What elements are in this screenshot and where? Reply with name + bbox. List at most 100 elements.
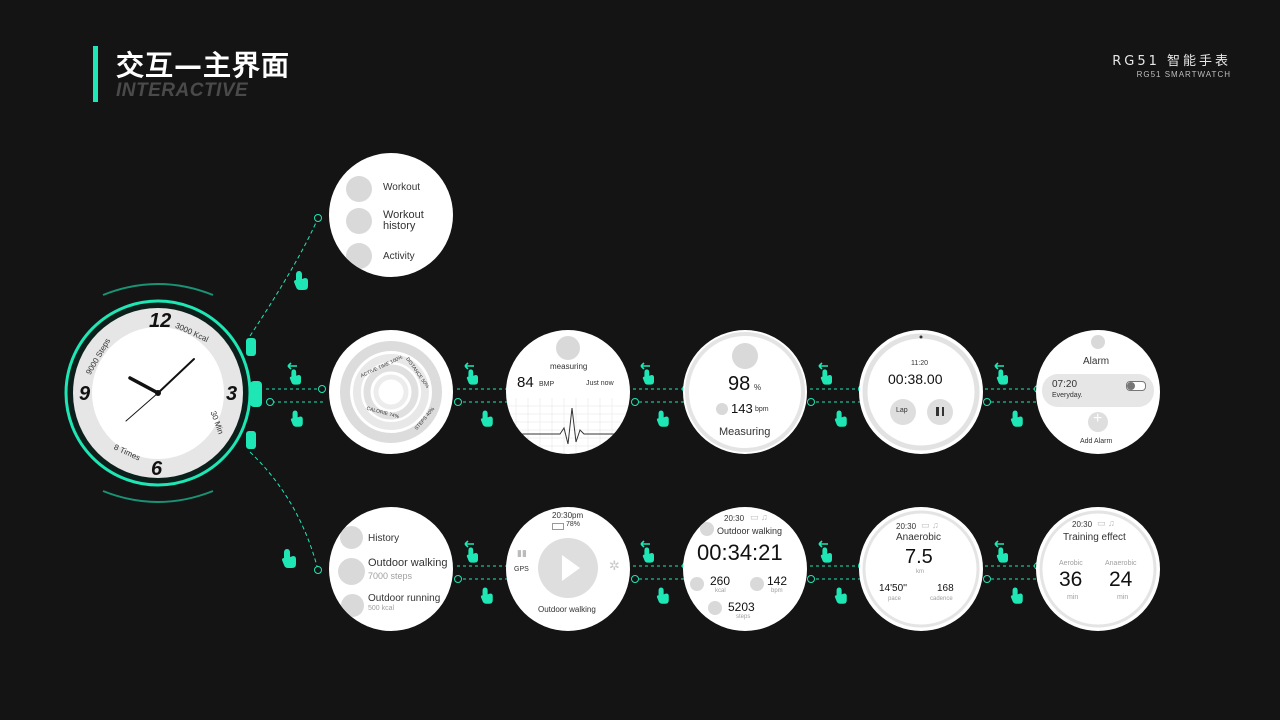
pause-button[interactable]	[927, 399, 953, 425]
page-subtitle: INTERACTIVE	[116, 80, 249, 101]
screen-heart-rate[interactable]: measuring 84 BMP Just now	[506, 330, 630, 454]
start-label: Outdoor walking	[538, 605, 596, 614]
brand-name-en: RG51 SMARTWATCH	[1136, 70, 1231, 79]
stopwatch-clock: 11:20	[911, 360, 928, 367]
running-icon	[341, 594, 364, 617]
screen-training-effect[interactable]: 20:30 ▭ ♫ Training effect Aerobic 36 min…	[1036, 507, 1160, 631]
menu-item-activity[interactable]: Activity	[383, 251, 415, 262]
alarm-clock-icon	[1091, 335, 1105, 349]
training-time: 20:30	[1072, 520, 1093, 529]
heart-icon	[556, 336, 580, 360]
tap-gesture-icon	[282, 549, 296, 568]
spo2-status: Measuring	[719, 426, 771, 438]
screen-walking-progress[interactable]: 20:30 ▭ ♫ Outdoor walking 00:34:21 260 k…	[683, 507, 807, 631]
battery-icon	[552, 523, 564, 530]
aerobic-unit: min	[1067, 594, 1079, 601]
screen-activity-rings[interactable]: ACTIVE TIME 100% DISTANCE 50% CALORIE 74…	[329, 330, 453, 454]
screen-stopwatch[interactable]: 11:20 00:38.00 Lap	[859, 330, 983, 454]
tap-gesture-icon	[294, 271, 308, 290]
kcal-value: 260	[710, 574, 731, 588]
heart-small-icon	[716, 403, 728, 415]
anaerobic-label: Anaerobic	[1105, 560, 1137, 567]
alarm-toggle[interactable]	[1126, 381, 1146, 391]
pace-value: 14'50''	[879, 583, 907, 594]
rings-graphic	[340, 341, 442, 443]
history-icon	[346, 208, 372, 234]
kcal-unit: kcal	[715, 588, 726, 594]
row2-connectors	[457, 565, 1040, 580]
add-alarm-label: Add Alarm	[1080, 438, 1113, 445]
anaerobic-time: 20:30	[896, 522, 917, 531]
heart-time: Just now	[586, 380, 614, 387]
screen-anaerobic[interactable]: 20:30 ▭ ♫ Anaerobic 7.5 km 14'50'' pace …	[859, 507, 983, 631]
aerobic-label: Aerobic	[1059, 560, 1083, 567]
heart-status: measuring	[550, 362, 588, 371]
aerobic-value: 36	[1059, 568, 1083, 591]
history-item-title[interactable]: Outdoor walking	[368, 557, 448, 569]
settings-icon[interactable]: ✲	[609, 558, 620, 573]
watch-hands	[125, 358, 195, 422]
alarm-title: Alarm	[1083, 356, 1110, 367]
brand-name: RG51 智能手表	[1112, 54, 1231, 69]
walking-title: Outdoor walking	[717, 526, 783, 536]
training-title: Training effect	[1063, 532, 1126, 543]
history-item-sub: 500 kcal	[368, 605, 395, 612]
distance-unit: km	[916, 569, 924, 575]
pause-icon-bar	[941, 407, 944, 416]
stopwatch-elapsed: 00:38.00	[888, 371, 943, 387]
alarm-time: 07:20	[1052, 379, 1078, 390]
lap-button[interactable]	[890, 399, 916, 425]
stopwatch-ring	[862, 333, 980, 451]
watch-number-6: 6	[151, 458, 163, 480]
screen-spo2[interactable]: 98 % 143 bpm Measuring	[683, 330, 807, 454]
progress-ring	[685, 332, 805, 452]
accent-bar	[93, 46, 98, 102]
heart-value: 84	[517, 374, 534, 391]
spo2-bpm-unit: bpm	[755, 406, 769, 413]
screen-start-workout[interactable]: 20:30pm 78% ▮▮ GPS ✲ Outdoor walking	[506, 507, 630, 631]
screen-workout-history[interactable]: History Outdoor walking 7000 steps Outdo…	[329, 507, 453, 631]
anaerobic-ring	[862, 510, 980, 628]
kcal-icon	[690, 577, 704, 591]
start-time: 20:30pm	[552, 511, 584, 520]
connector-to-menu	[249, 217, 319, 337]
walking-elapsed: 00:34:21	[697, 540, 783, 565]
workout-icon	[346, 176, 372, 202]
watch-number-9: 9	[79, 383, 91, 405]
spo2-unit: %	[754, 383, 762, 392]
page-title: 交互—主界面	[116, 49, 291, 82]
history-item-icon	[340, 526, 363, 549]
steps-unit: steps	[736, 614, 751, 620]
walking-time: 20:30	[724, 514, 745, 523]
lap-label: Lap	[896, 407, 908, 414]
steps-value: 5203	[728, 600, 755, 614]
battery-level: 78%	[566, 521, 581, 528]
row1-connectors	[266, 388, 1040, 403]
activity-icon	[346, 243, 372, 269]
pace-unit: pace	[888, 596, 902, 602]
menu-item-workout-history[interactable]: Workout history	[383, 209, 424, 232]
menu-item-workout[interactable]: Workout	[383, 182, 421, 193]
ecg-graph	[506, 398, 630, 454]
bpm-icon	[750, 577, 764, 591]
cadence-value: 168	[937, 583, 954, 594]
heart-unit: BMP	[539, 381, 555, 388]
alarm-toggle-knob	[1127, 382, 1135, 390]
watch-number-12: 12	[149, 310, 172, 332]
history-item-title[interactable]: History	[368, 533, 400, 544]
add-alarm-button[interactable]	[1088, 412, 1108, 432]
training-ring	[1039, 510, 1157, 628]
alarm-repeat: Everyday.	[1052, 392, 1083, 399]
spo2-value: 98	[728, 373, 751, 395]
history-item-title[interactable]: Outdoor running	[368, 593, 441, 604]
spo2-bpm-value: 143	[731, 401, 753, 416]
gps-label: GPS	[514, 566, 529, 573]
watch-number-3: 3	[226, 383, 238, 405]
distance-value: 7.5	[905, 546, 933, 568]
cadence-unit: cadence	[930, 596, 953, 602]
bpm-value: 142	[767, 574, 788, 588]
screen-alarm[interactable]: Alarm 07:20 Everyday. + Add Alarm	[1036, 330, 1160, 454]
oxygen-icon	[732, 343, 758, 369]
anaerobic-value: 24	[1109, 568, 1133, 591]
screen-menu[interactable]: Workout Workout history Activity	[329, 153, 453, 277]
